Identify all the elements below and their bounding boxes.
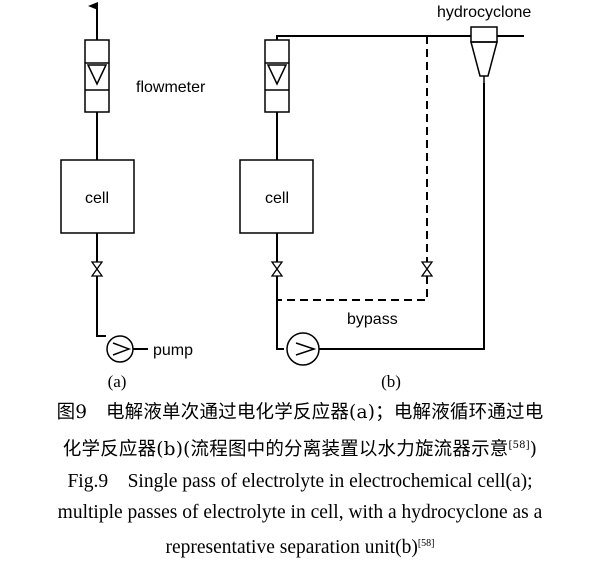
hydrocyclone	[470, 26, 498, 83]
caption-en-line-1: Fig.9 Single pass of electrolyte in elec…	[67, 471, 533, 492]
caption-zh-line-2-end: )	[529, 439, 538, 460]
pump-label: pump	[153, 342, 193, 359]
sublabel-a: (a)	[108, 372, 127, 391]
flow-diagram: flowmeter cell pump (a)	[60, 2, 531, 391]
caption-zh-line-1: 图9 电解液单次通过电化学反应器(a)；电解液循环通过电	[56, 402, 544, 423]
pump-a	[106, 335, 134, 363]
figure-caption: 图9 电解液单次通过电化学反应器(a)；电解液循环通过电 化学反应器(b)(流程…	[0, 396, 600, 563]
sublabel-b: (b)	[381, 372, 401, 391]
pipe-b-valve-pump	[276, 276, 284, 350]
valve-a	[90, 261, 104, 277]
hydrocyclone-label: hydrocyclone	[437, 4, 531, 21]
diagram-b	[239, 26, 524, 366]
flowmeter-a	[84, 39, 110, 113]
bypass-line-lower	[277, 276, 428, 301]
pipe-a-valve-pump	[96, 276, 106, 337]
caption-en-line-3-text: representative separation unit(b)	[165, 537, 418, 558]
bypass-label: bypass	[347, 311, 398, 328]
caption-zh-reference: [58]	[508, 440, 530, 451]
pipe-b-top	[276, 35, 471, 40]
cell-a-label: cell	[85, 190, 109, 207]
caption-zh-line-2: 化学反应器(b)(流程图中的分离装置以水力旋流器示意[58])	[0, 429, 600, 466]
pump-b	[286, 332, 320, 366]
pipe-b-return	[322, 83, 485, 350]
flowmeter-label: flowmeter	[136, 79, 206, 96]
cell-b-label: cell	[265, 190, 289, 207]
caption-en-line-3: representative separation unit(b)[58]	[0, 528, 600, 563]
flowmeter-b	[264, 39, 290, 113]
bypass-valve	[420, 261, 434, 277]
caption-en-reference: [58]	[417, 538, 435, 549]
diagram-a	[60, 2, 148, 363]
valve-b	[270, 261, 284, 277]
caption-zh-line-2-text: 化学反应器(b)(流程图中的分离装置以水力旋流器示意	[62, 439, 509, 460]
caption-en-line-2: multiple passes of electrolyte in cell, …	[57, 502, 543, 523]
